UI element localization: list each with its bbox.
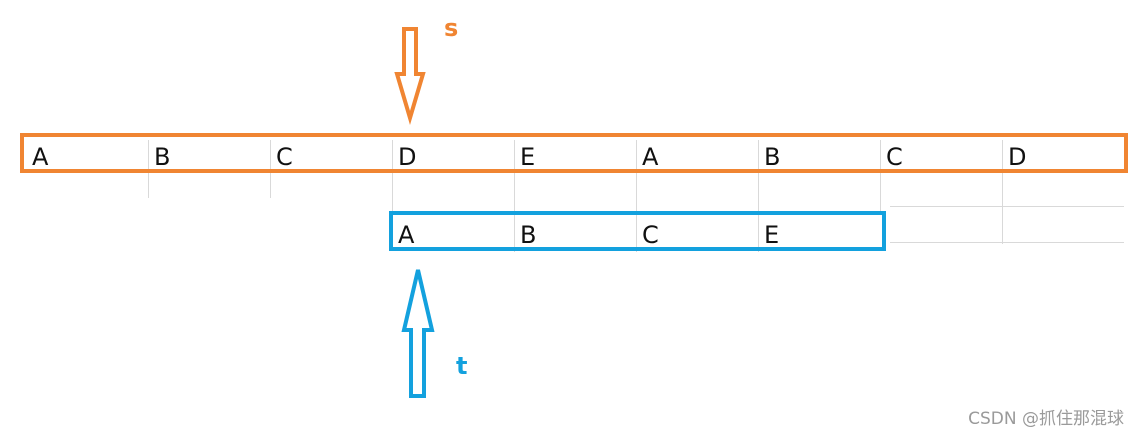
- grid-line: [636, 140, 637, 252]
- t-cell: C: [642, 221, 659, 249]
- t-cell: B: [520, 221, 537, 249]
- s-cell: A: [642, 143, 659, 171]
- t-arrow-up-icon: [401, 269, 435, 398]
- t-cell: E: [764, 221, 780, 249]
- grid-line: [1002, 140, 1003, 244]
- s-arrow-down-icon: [394, 27, 426, 126]
- s-row-box: [20, 133, 1128, 173]
- grid-line: [890, 206, 1124, 207]
- s-label: s: [444, 14, 459, 42]
- s-cell: C: [886, 143, 903, 171]
- s-cell: D: [1008, 143, 1027, 171]
- s-cell: B: [764, 143, 781, 171]
- watermark: CSDN @抓住那混球: [968, 409, 1124, 429]
- grid-line: [880, 140, 881, 212]
- t-row-box: [389, 211, 886, 251]
- grid-line: [514, 140, 515, 252]
- grid-line: [758, 140, 759, 252]
- s-cell: D: [398, 143, 417, 171]
- grid-line: [890, 242, 1124, 243]
- s-cell: B: [154, 143, 171, 171]
- s-cell: E: [520, 143, 536, 171]
- t-label: t: [456, 352, 468, 380]
- t-cell: A: [398, 221, 415, 249]
- s-cell: A: [32, 143, 49, 171]
- s-cell: C: [276, 143, 293, 171]
- grid-line: [392, 140, 393, 212]
